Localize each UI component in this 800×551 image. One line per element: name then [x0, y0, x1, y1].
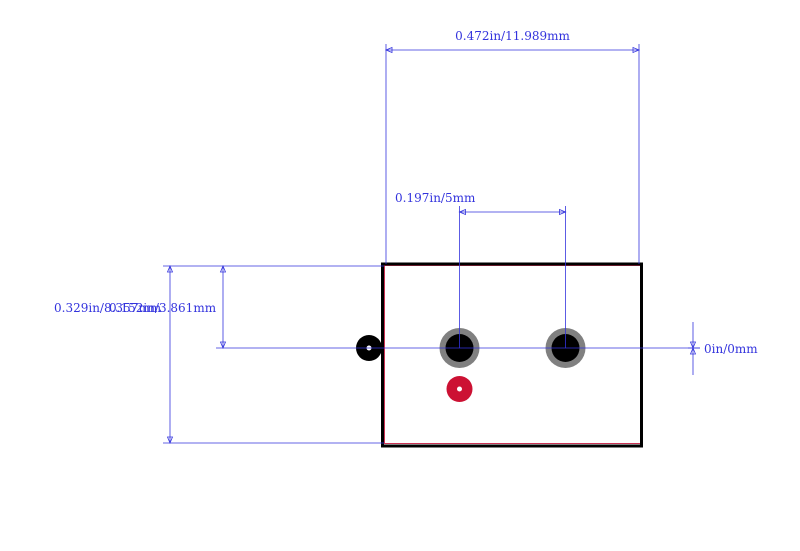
component-body — [381, 262, 643, 448]
dimension-overall-height: 0.329in/8.357mm — [54, 264, 384, 445]
center-offset-label: 0.152in/3.861mm — [109, 301, 217, 315]
dimension-center-offset: 0.152in/3.861mm — [109, 264, 700, 350]
zero-offset-label: 0in/0mm — [704, 342, 758, 356]
polarity-marker — [446, 376, 473, 402]
dimension-zero-offset: 0in/0mm — [688, 322, 758, 375]
dimension-overall-width: 0.472in/11.989mm — [384, 29, 641, 264]
pin-pitch-label: 0.197in/5mm — [395, 191, 476, 205]
overall-height-label: 0.329in/8.357mm — [54, 301, 162, 315]
courtyard-outline — [384, 265, 641, 444]
body-outline — [381, 262, 643, 448]
dimension-pin-pitch: 0.197in/5mm — [395, 191, 567, 348]
overall-width-label: 0.472in/11.989mm — [455, 29, 570, 43]
